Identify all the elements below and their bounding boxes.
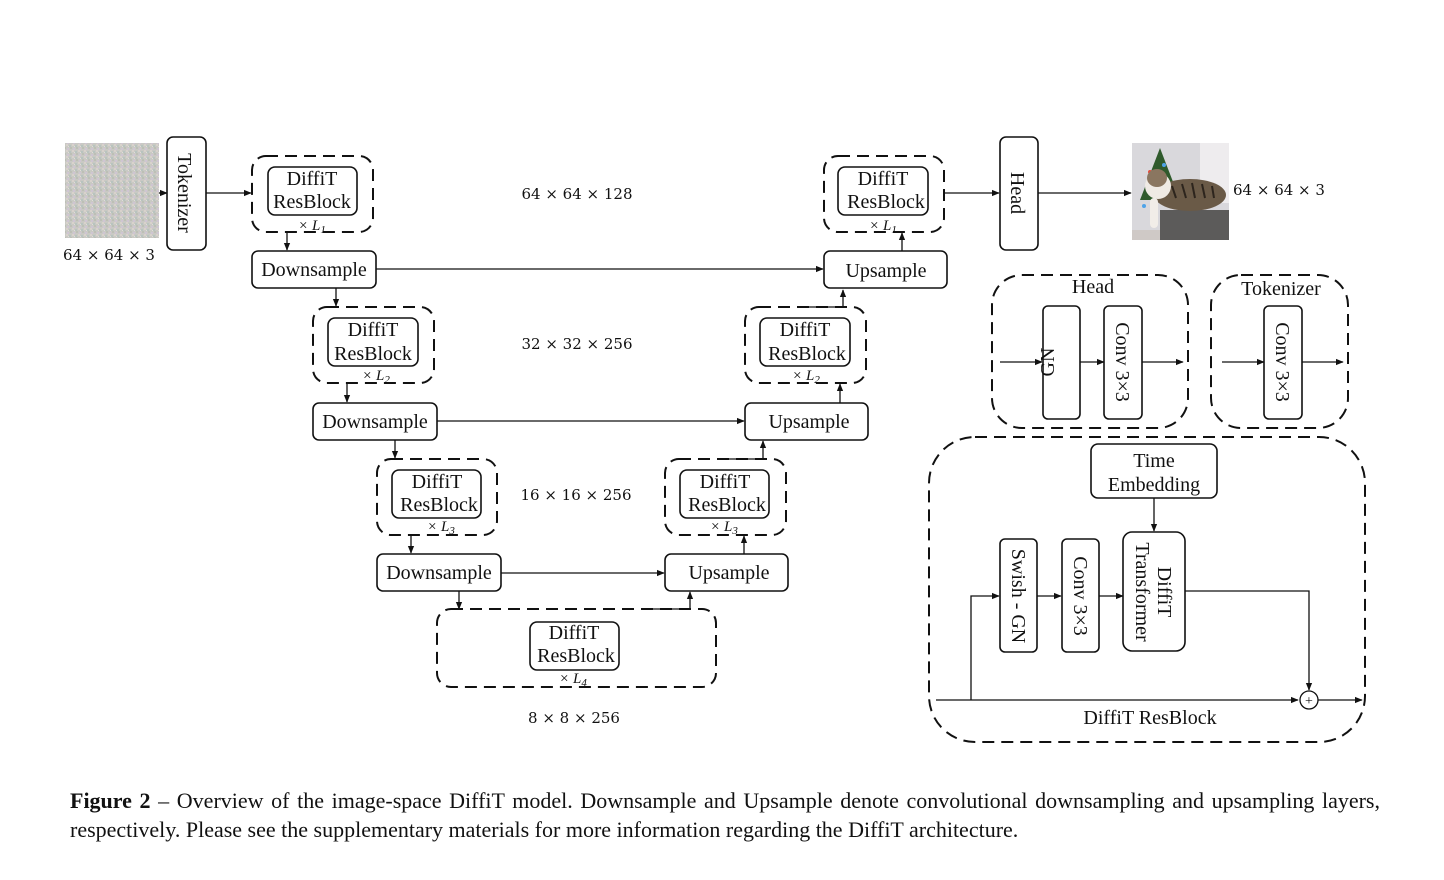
svg-text:Upsample: Upsample xyxy=(845,260,926,282)
svg-text:DiffiT: DiffiT xyxy=(549,622,600,644)
dims-level-3: 16 × 16 × 256 xyxy=(520,486,631,504)
svg-text:Conv 3×3: Conv 3×3 xyxy=(1069,556,1091,636)
svg-text:DiffiT: DiffiT xyxy=(1153,567,1175,618)
dims-level-4: 8 × 8 × 256 xyxy=(528,709,620,727)
output-cat-image xyxy=(1132,143,1229,240)
output-dims-label: 64 × 64 × 3 xyxy=(1233,181,1325,199)
figure-label: Figure 2 xyxy=(70,788,151,813)
input-noise-image xyxy=(65,143,159,238)
svg-text:Time: Time xyxy=(1133,450,1175,472)
svg-text:ResBlock: ResBlock xyxy=(768,343,846,365)
encoder-resblock-level-2: DiffiT ResBlock × L2 xyxy=(312,306,435,386)
svg-text:× L3: × L3 xyxy=(427,519,455,537)
arrow xyxy=(805,289,847,308)
downsample-level-1: Downsample xyxy=(251,250,377,289)
svg-text:Upsample: Upsample xyxy=(688,562,769,584)
svg-text:ResBlock: ResBlock xyxy=(537,645,615,667)
svg-text:DiffiT: DiffiT xyxy=(858,168,909,190)
head-detail-panel: Head GN Conv 3×3 xyxy=(991,274,1189,429)
svg-text:DiffiT: DiffiT xyxy=(700,471,751,493)
tokenizer-detail-panel: Tokenizer Conv 3×3 xyxy=(1210,274,1349,429)
head-detail-title: Head xyxy=(1072,276,1114,298)
svg-text:ResBlock: ResBlock xyxy=(688,494,766,516)
caption-text: – Overview of the image-space DiffiT mod… xyxy=(70,788,1380,842)
svg-text:ResBlock: ResBlock xyxy=(273,191,351,213)
upsample-level-2: Upsample xyxy=(744,402,869,441)
svg-text:Transformer: Transformer xyxy=(1131,542,1153,642)
upsample-level-3: Upsample xyxy=(664,553,789,592)
svg-text:Conv 3×3: Conv 3×3 xyxy=(1271,322,1293,402)
diffit-architecture-diagram: 64 × 64 × 3 Tokenizer DiffiT ResBlock × … xyxy=(63,136,1366,743)
sum-symbol: + xyxy=(1305,694,1313,709)
svg-text:ResBlock: ResBlock xyxy=(400,494,478,516)
svg-text:DiffiT: DiffiT xyxy=(412,471,463,493)
svg-text:× L2: × L2 xyxy=(362,368,390,386)
svg-text:× L2: × L2 xyxy=(792,368,820,386)
input-dims-label: 64 × 64 × 3 xyxy=(63,246,155,264)
encoder-resblock-level-3: DiffiT ResBlock × L3 xyxy=(376,458,498,537)
svg-text:× L3: × L3 xyxy=(710,519,738,537)
figure-caption: Figure 2 – Overview of the image-space D… xyxy=(70,786,1380,844)
head-label: Head xyxy=(1006,172,1028,214)
tokenizer-block: Tokenizer xyxy=(166,136,207,251)
svg-text:× L4: × L4 xyxy=(559,671,587,689)
svg-text:DiffiT: DiffiT xyxy=(287,168,338,190)
tokenizer-label: Tokenizer xyxy=(173,153,195,233)
head-block: Head xyxy=(999,136,1039,251)
svg-text:ResBlock: ResBlock xyxy=(847,191,925,213)
decoder-resblock-level-2: DiffiT ResBlock × L2 xyxy=(744,306,867,386)
bottleneck-resblock-level-4: DiffiT ResBlock × L4 xyxy=(436,608,717,689)
svg-text:DiffiT: DiffiT xyxy=(348,319,399,341)
downsample-level-2: Downsample xyxy=(312,402,438,441)
svg-text:DiffiT: DiffiT xyxy=(780,319,831,341)
decoder-resblock-level-3: DiffiT ResBlock × L3 xyxy=(664,458,787,537)
svg-text:× L1: × L1 xyxy=(869,218,897,236)
resblock-detail-panel: Time Embedding Swish - GN Conv 3×3 Diffi… xyxy=(928,436,1366,743)
svg-text:Downsample: Downsample xyxy=(261,259,367,281)
dims-level-2: 32 × 32 × 256 xyxy=(521,335,632,353)
resblock-detail-title: DiffiT ResBlock xyxy=(1083,707,1216,729)
arrow xyxy=(650,591,694,610)
svg-text:Conv 3×3: Conv 3×3 xyxy=(1111,322,1133,402)
svg-text:Downsample: Downsample xyxy=(322,411,428,433)
upsample-level-1: Upsample xyxy=(823,250,948,289)
svg-text:Swish - GN: Swish - GN xyxy=(1007,549,1029,643)
svg-text:Embedding: Embedding xyxy=(1108,474,1200,496)
svg-text:× L1: × L1 xyxy=(298,218,326,236)
decoder-resblock-level-1: DiffiT ResBlock × L1 xyxy=(823,155,945,236)
svg-text:Upsample: Upsample xyxy=(768,411,849,433)
tokenizer-detail-title: Tokenizer xyxy=(1241,278,1321,300)
encoder-resblock-level-1: DiffiT ResBlock × L1 xyxy=(251,155,374,236)
svg-text:GN: GN xyxy=(1037,348,1059,377)
arrow xyxy=(725,440,767,460)
downsample-level-3: Downsample xyxy=(376,553,502,592)
svg-text:Downsample: Downsample xyxy=(386,562,492,584)
svg-text:ResBlock: ResBlock xyxy=(334,343,412,365)
dims-level-1: 64 × 64 × 128 xyxy=(521,185,632,203)
